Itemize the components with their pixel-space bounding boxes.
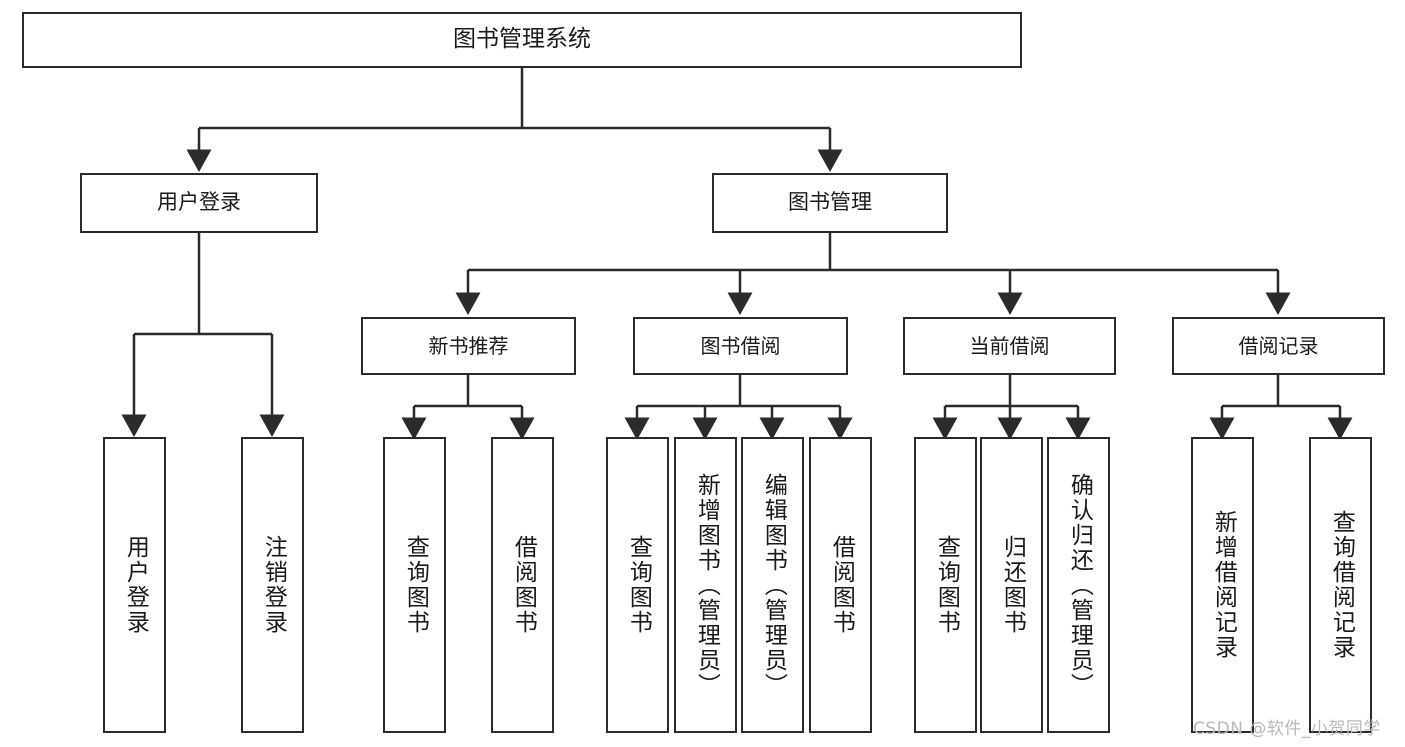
leaf-current-return-book[interactable]: 归还图书 xyxy=(980,437,1043,733)
node-root[interactable]: 图书管理系统 xyxy=(22,12,1022,68)
leaf-recommend-borrow-book[interactable]: 借阅图书 xyxy=(491,437,554,733)
leaf-user-login[interactable]: 用户登录 xyxy=(103,437,166,733)
node-book-management[interactable]: 图书管理 xyxy=(712,173,948,233)
node-new-book-recommend-label: 新书推荐 xyxy=(428,333,509,358)
node-current-borrow[interactable]: 当前借阅 xyxy=(903,317,1116,375)
node-borrow-record-label: 借阅记录 xyxy=(1238,333,1319,358)
leaf-current-return-book-label: 归还图书 xyxy=(999,535,1026,635)
node-book-borrow-label: 图书借阅 xyxy=(700,333,781,358)
leaf-recommend-query-book-label: 查询图书 xyxy=(402,535,429,635)
node-current-borrow-label: 当前借阅 xyxy=(969,333,1050,358)
leaf-borrow-query-book-label: 查询图书 xyxy=(625,535,652,635)
leaf-current-confirm-return[interactable]: 确认归还（管理员） xyxy=(1047,437,1110,733)
leaf-borrow-edit-book-label: 编辑图书（管理员） xyxy=(760,472,787,698)
node-book-borrow[interactable]: 图书借阅 xyxy=(633,317,848,375)
leaf-borrow-query-book[interactable]: 查询图书 xyxy=(606,437,669,733)
leaf-record-query-record[interactable]: 查询借阅记录 xyxy=(1309,437,1372,733)
leaf-borrow-add-book[interactable]: 新增图书（管理员） xyxy=(674,437,737,733)
leaf-current-query-book[interactable]: 查询图书 xyxy=(914,437,977,733)
node-root-label: 图书管理系统 xyxy=(453,26,591,53)
node-user-login-label: 用户登录 xyxy=(157,190,241,215)
leaf-recommend-query-book[interactable]: 查询图书 xyxy=(383,437,446,733)
leaf-record-add-record[interactable]: 新增借阅记录 xyxy=(1191,437,1254,733)
leaf-record-query-record-label: 查询借阅记录 xyxy=(1328,510,1355,660)
leaf-current-query-book-label: 查询图书 xyxy=(933,535,960,635)
leaf-user-login-label: 用户登录 xyxy=(122,535,149,635)
leaf-record-add-record-label: 新增借阅记录 xyxy=(1210,510,1237,660)
leaf-borrow-edit-book[interactable]: 编辑图书（管理员） xyxy=(741,437,804,733)
node-new-book-recommend[interactable]: 新书推荐 xyxy=(361,317,576,375)
node-user-login[interactable]: 用户登录 xyxy=(80,173,318,233)
watermark: CSDN @软件_小贺同学 xyxy=(1193,719,1381,739)
leaf-user-logout[interactable]: 注销登录 xyxy=(241,437,304,733)
node-borrow-record[interactable]: 借阅记录 xyxy=(1172,317,1385,375)
leaf-recommend-borrow-book-label: 借阅图书 xyxy=(510,535,537,635)
leaf-user-logout-label: 注销登录 xyxy=(260,535,287,635)
leaf-current-confirm-return-label: 确认归还（管理员） xyxy=(1066,472,1093,698)
leaf-borrow-borrow-book-label: 借阅图书 xyxy=(828,535,855,635)
leaf-borrow-borrow-book[interactable]: 借阅图书 xyxy=(809,437,872,733)
node-book-management-label: 图书管理 xyxy=(788,190,872,215)
leaf-borrow-add-book-label: 新增图书（管理员） xyxy=(693,472,720,698)
